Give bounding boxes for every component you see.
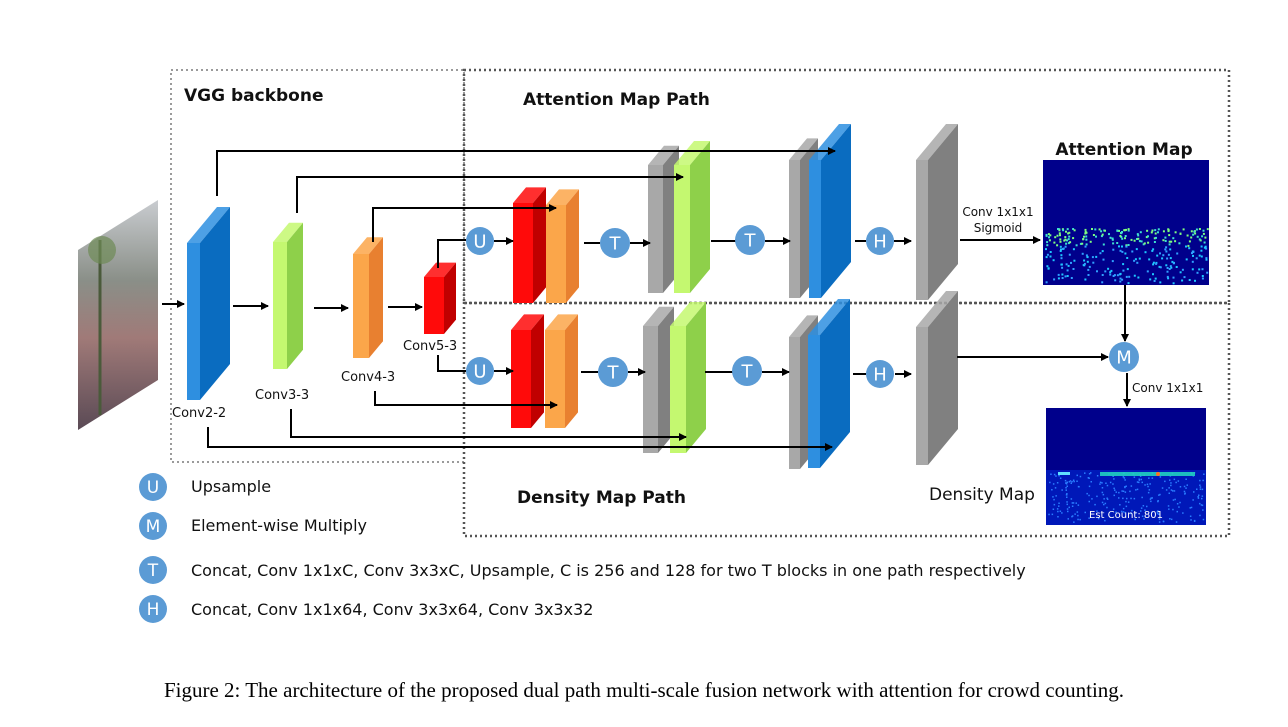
skip-conv33-density [290,409,687,441]
upsample-op-attn: U [466,227,494,255]
attn-h-output-block [916,124,958,300]
svg-text:U: U [147,478,159,498]
legend-t-block-text: Concat, Conv 1x1xC, Conv 3x3xC, Upsample… [191,561,1026,580]
conv2-2-block [187,207,230,400]
attn-conv2-block [809,124,851,298]
density-conv4-block [545,314,578,428]
attention-sigmoid-label: Sigmoid [974,221,1023,235]
legend-icon-m: M [139,512,167,540]
svg-text:T: T [607,362,620,383]
multiply-op: M [1109,342,1139,372]
label-conv3-3: Conv3-3 [255,388,309,403]
svg-text:M: M [1116,347,1132,368]
svg-text:T: T [609,233,622,254]
svg-text:M: M [146,517,161,537]
svg-text:H: H [873,364,887,385]
skip-conv33-attn [296,173,684,213]
conv3-3-block [273,222,303,369]
skip-conv43-density [374,391,558,409]
legend-upsample-text: Upsample [191,477,272,496]
svg-text:T: T [147,561,159,581]
conv4-3-block [353,237,383,358]
svg-text:H: H [147,600,160,620]
density-conv3-block [670,302,706,453]
skip-conv43-attn [372,204,557,242]
figure-caption: Figure 2: The architecture of the propos… [163,678,1125,702]
attention-path-label: Attention Map Path [523,90,710,110]
t-block-op-density-1: T [598,357,628,387]
vgg-backbone-label: VGG backbone [184,86,324,106]
est-count-label: Est Count: 801 [1089,510,1163,521]
upsample-op-density: U [466,357,494,385]
legend-icon-u: U [139,473,167,501]
attention-map-image [1043,160,1209,285]
density-conv2-block [808,299,850,468]
attn-upsampled-conv5-block [513,187,546,303]
label-conv4-3: Conv4-3 [341,370,395,385]
t-block-op-attn-1: T [600,228,630,258]
h-block-op-attn: H [866,227,894,255]
skip-conv22-density [207,427,833,451]
input-crowd-image [78,200,158,430]
density-map-image: Est Count: 801 [1046,408,1206,525]
vgg-backbone-region [170,69,465,463]
density-map-title: Density Map [929,485,1035,505]
legend-multiply-text: Element-wise Multiply [191,516,367,535]
skip-conv53-density [437,355,466,372]
density-upsampled-conv5-block [511,314,544,428]
t-block-op-attn-2: T [735,225,765,255]
skip-conv53-attn [437,239,466,268]
density-t1-output-block [643,306,674,453]
skip-conv22-attn [216,147,836,196]
density-path-label: Density Map Path [517,488,686,508]
legend-icon-t: T [139,556,167,584]
density-h-output-block [916,291,958,465]
attn-conv3-block [674,141,710,293]
conv5-3-block [424,262,456,334]
attention-map-title: Attention Map [1055,140,1192,160]
attention-conv-label: Conv 1x1x1 [962,205,1033,219]
svg-text:H: H [873,231,887,252]
legend-h-block-text: Concat, Conv 1x1x64, Conv 3x3x64, Conv 3… [191,600,594,619]
h-block-op-density: H [866,360,894,388]
density-conv-label: Conv 1x1x1 [1132,381,1203,395]
svg-text:T: T [744,230,757,251]
svg-text:U: U [473,361,486,382]
label-conv5-3: Conv5-3 [403,339,457,354]
attn-conv4-block [546,189,579,303]
legend-icon-h: H [139,595,167,623]
density-path-region [462,301,1231,538]
svg-text:U: U [473,231,486,252]
label-conv2-2: Conv2-2 [172,406,226,421]
svg-text:T: T [741,361,754,382]
t-block-op-density-2: T [732,356,762,386]
